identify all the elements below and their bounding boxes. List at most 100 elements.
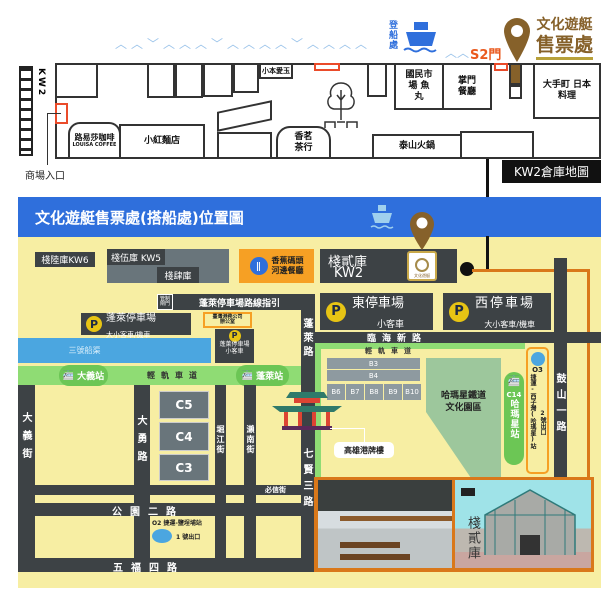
canal-label: 三號船渠 [68, 346, 101, 355]
shop-louisa-label: 路易莎咖啡 [74, 132, 115, 142]
warehouse-kw6: 棧陸庫KW6 [35, 252, 95, 267]
dayong-road-label: 大勇路 [135, 415, 146, 469]
gushan-road [554, 258, 567, 480]
dayi-street [18, 385, 35, 572]
connector-line-orange [587, 269, 590, 479]
ship-icon [370, 203, 394, 231]
linhai-road [314, 332, 601, 343]
kujiang-street [215, 385, 226, 572]
shop-taishan: 泰山火鍋 [372, 134, 462, 159]
shop-tea: 香茗 茶行 [276, 126, 331, 159]
bixin-street [18, 485, 301, 495]
c14-station-label: 哈瑪星站 [508, 399, 519, 439]
counter-wood [340, 516, 452, 521]
shop-otemachi: 大手町 日本料理 [533, 63, 601, 119]
o3-exit[interactable]: O3 捷運-西子灣(哈瑪星)站 2號出口 [526, 347, 549, 474]
wufu-road [18, 558, 315, 572]
s2-door-marker [494, 63, 508, 71]
west-parking-label: 西停車場 [475, 296, 536, 312]
restaurant-banana-pier[interactable]: ǁ 香蕉碼頭河邊餐廳 [239, 249, 314, 283]
warehouse-kw5-label: 棧伍庫 KW5 [107, 249, 165, 265]
route-guide-label: 蓬萊停車場路線指引 [199, 299, 281, 309]
penglai-parking-2[interactable]: P 蓬萊停車場 小客車 [215, 329, 254, 363]
ticket-office-line2: 售票處 [536, 34, 594, 56]
kw2-building-sketch [461, 488, 576, 555]
lainan-street [244, 385, 256, 572]
dayong-road [134, 385, 150, 572]
hamasen-railway-park[interactable]: 哈瑪星鐵道文化園區 [426, 358, 501, 478]
photo-caption: 棧貳庫 [465, 516, 480, 561]
shop-louisa-en: LOUISA COFFEE [72, 142, 117, 149]
wufu-road-label: 五福四路 [113, 563, 185, 574]
fork-knife-icon: ǁ [249, 257, 268, 275]
block-c3: C3 [159, 454, 209, 481]
hamasen-park-label: 哈瑪星鐵道文化園區 [440, 391, 486, 413]
bench [340, 554, 410, 560]
penglai-parking[interactable]: P 蓬萊停車場大小客車/機車 [81, 313, 191, 339]
shop-xiaohong: 小紅麵店 [119, 124, 205, 159]
kaohsiung-port-arch-icon [270, 390, 344, 432]
restaurant-line1: 香蕉碼頭 [271, 255, 304, 265]
booth-counter [509, 85, 522, 99]
kw2-map-caption: KW2倉庫地圖 [502, 160, 601, 183]
o2-label: O2 捷運-鹽埕埔站 [152, 520, 202, 527]
port-office: 臺灣港務公司 辦公室 [203, 312, 252, 328]
gushan-road-label: 鼓山一路 [554, 373, 565, 437]
shop-otemachi-label: 大手町 日本料理 [542, 80, 592, 101]
warehouse-kw2[interactable]: 棧貳庫 KW2 文化遊艇 [320, 249, 457, 283]
map-header [18, 197, 601, 237]
route-guide-band [173, 294, 314, 310]
canal-no3: 三號船渠 [18, 338, 211, 363]
shop-block [233, 63, 259, 93]
restaurant-line2: 河邊餐廳 [271, 266, 304, 275]
cultural-yacht-logo: 文化遊艇 [407, 251, 437, 281]
east-parking[interactable]: P 東停車場小客車 [320, 293, 433, 330]
shop-guomin: 國民市場 魚丸 [394, 63, 444, 110]
penglai-station[interactable]: 🚈蓬萊站 [236, 365, 289, 386]
c14-label: C14 [506, 391, 522, 399]
metro-logo-icon [530, 352, 545, 366]
bay-b4: B4 [327, 370, 420, 381]
east-parking-sub: 小客車 [377, 319, 405, 330]
dayi-station[interactable]: 🚈大義站 [59, 365, 108, 386]
shop-taishan-label: 泰山火鍋 [398, 141, 435, 152]
bench [340, 542, 400, 548]
penglai-parking-sub: 大小客車/機車 [106, 331, 151, 339]
c14-station[interactable]: 🚈 C14 哈瑪星站 [504, 372, 524, 465]
shop-guomin-label: 國民市場 魚丸 [405, 70, 433, 102]
parking-icon: P [449, 301, 469, 322]
shop-block [147, 63, 175, 98]
water-waves: ︿︿ [445, 46, 470, 60]
shop-xiaohong-label: 小紅麵店 [143, 136, 180, 147]
location-pin-icon [409, 211, 435, 251]
map-title: 文化遊艇售票處(搭船處)位置圖 [35, 209, 244, 227]
location-pin-icon [503, 17, 531, 63]
mall-entrance-label: 商場入口 [25, 171, 65, 182]
ship-icon [402, 20, 440, 56]
s2-gate-label: S2門 [470, 48, 502, 63]
kw2-line2: KW2 [334, 266, 364, 281]
west-parking[interactable]: P 西停車場大小客車/機車 [443, 293, 551, 330]
qixian-road-label: 七賢三路 [301, 448, 312, 512]
train-icon: 🚈 [241, 370, 254, 381]
shop-block [217, 132, 272, 159]
shop-block [175, 63, 203, 98]
penglai-parking2-label: 蓬萊停車場 [219, 341, 250, 348]
arch-label: 高雄港牌樓 [334, 442, 394, 458]
penglai-parking-label: 蓬萊停車場 [106, 313, 156, 324]
dayi-street-label: 大義街 [20, 412, 31, 466]
control-gate: 管制閘門 [157, 294, 173, 310]
arch-leader-line [330, 428, 365, 443]
ticket-booth [509, 63, 522, 85]
light-rail-label: 輕軌車道 [147, 371, 203, 380]
parking-icon: P [228, 330, 241, 342]
lainan-street-label: 瀨南街 [246, 425, 255, 455]
bay-b3: B3 [327, 358, 420, 369]
gongyuan-road-label: 公園二路 [112, 507, 184, 518]
o2-exit-label: 1 號出口 [176, 533, 201, 541]
east-parking-label: 東停車場 [352, 296, 405, 312]
o2-metro-station[interactable]: O2 捷運-鹽埕埔站 1 號出口 [152, 518, 214, 548]
parking-icon: P [86, 316, 102, 332]
bay-b9: B9 [384, 384, 402, 400]
